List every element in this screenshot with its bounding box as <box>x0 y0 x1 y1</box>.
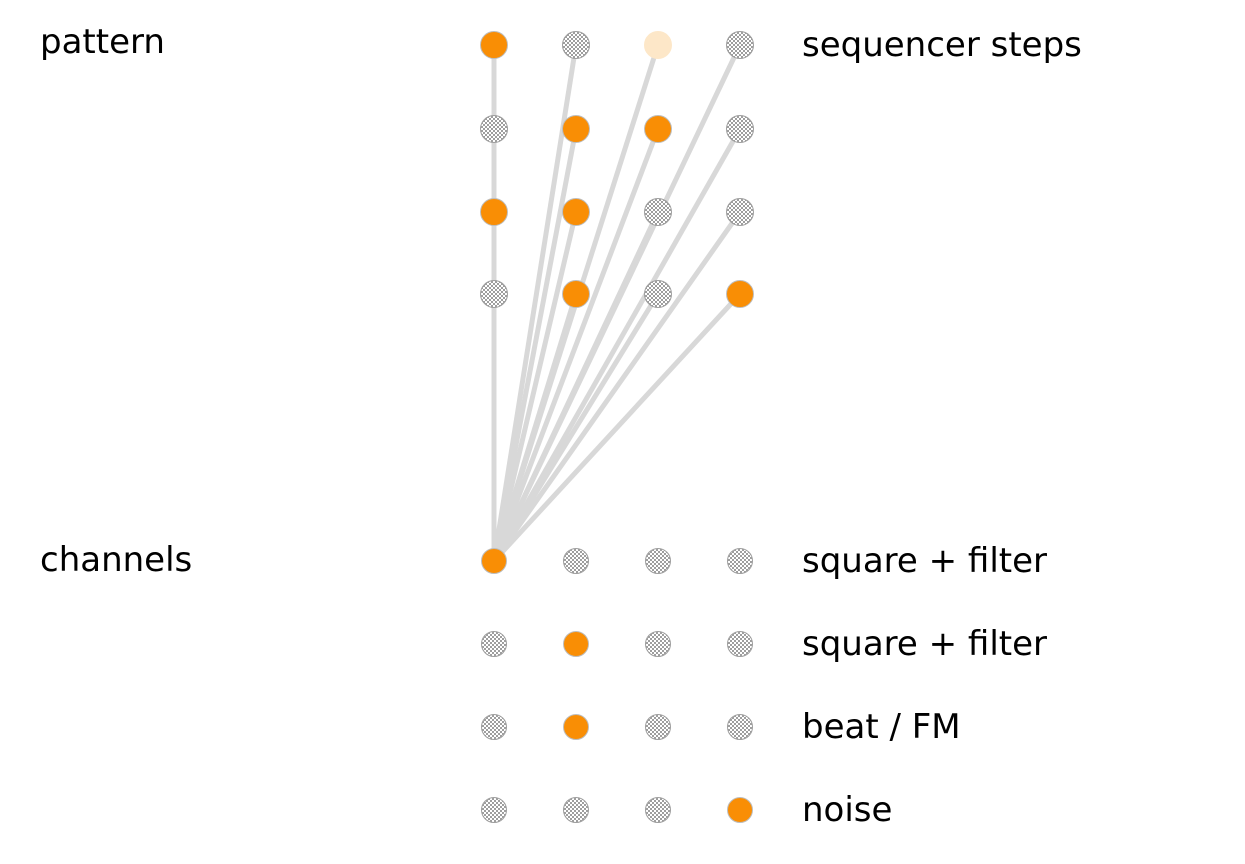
channel-step-r4-c1[interactable] <box>481 797 507 823</box>
pattern-step-r4-c2[interactable] <box>562 280 590 308</box>
channel-step-r1-c3[interactable] <box>645 548 671 574</box>
channel-label-1: square + filter <box>802 541 1048 581</box>
channel-step-r2-c1[interactable] <box>481 631 507 657</box>
pattern-step-r3-c1[interactable] <box>480 198 508 226</box>
channel-step-r3-c4[interactable] <box>727 714 753 740</box>
channel-step-r3-c3[interactable] <box>645 714 671 740</box>
channel-step-r4-c3[interactable] <box>645 797 671 823</box>
channel-label-2: square + filter <box>802 624 1048 664</box>
channel-step-r1-c2[interactable] <box>563 548 589 574</box>
pattern-step-r2-c2[interactable] <box>562 115 590 143</box>
pattern-step-r2-c4[interactable] <box>726 115 754 143</box>
pattern-step-r2-c3[interactable] <box>644 115 672 143</box>
pattern-step-r4-c3[interactable] <box>644 280 672 308</box>
pattern-step-r1-c4[interactable] <box>726 31 754 59</box>
pattern-group-label: pattern <box>40 22 165 62</box>
pattern-step-r1-c3[interactable] <box>644 31 672 59</box>
channel-step-r2-c4[interactable] <box>727 631 753 657</box>
channel-label-4: noise <box>802 790 893 830</box>
channels-group-label: channels <box>40 540 193 580</box>
pattern-step-r3-c4[interactable] <box>726 198 754 226</box>
pattern-step-r4-c1[interactable] <box>480 280 508 308</box>
pattern-step-r4-c4[interactable] <box>726 280 754 308</box>
channel-step-r3-c1[interactable] <box>481 714 507 740</box>
channel-step-r1-c4[interactable] <box>727 548 753 574</box>
sequencer-steps-title: sequencer steps <box>802 25 1082 65</box>
channel-step-r3-c2[interactable] <box>563 714 589 740</box>
pattern-step-r1-c1[interactable] <box>480 31 508 59</box>
channel-step-r2-c3[interactable] <box>645 631 671 657</box>
pattern-step-r2-c1[interactable] <box>480 115 508 143</box>
channel-label-3: beat / FM <box>802 707 961 747</box>
pattern-step-r1-c2[interactable] <box>562 31 590 59</box>
channel-step-r4-c4[interactable] <box>727 797 753 823</box>
pattern-step-r3-c2[interactable] <box>562 198 590 226</box>
channel-step-r1-c1[interactable] <box>481 548 507 574</box>
pattern-step-r3-c3[interactable] <box>644 198 672 226</box>
channel-step-r4-c2[interactable] <box>563 797 589 823</box>
channel-step-r2-c2[interactable] <box>563 631 589 657</box>
